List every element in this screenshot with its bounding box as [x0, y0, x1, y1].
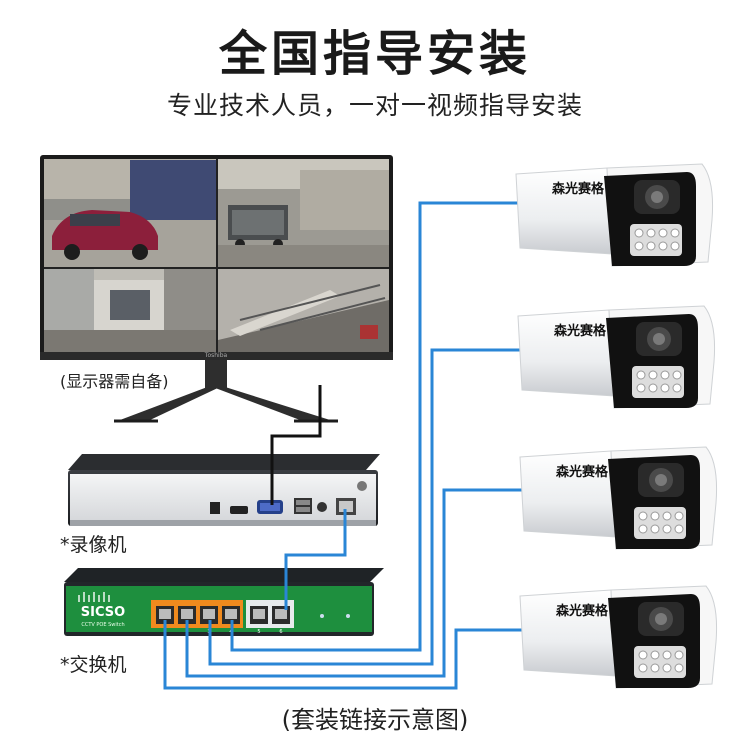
nvr-rear-ports — [210, 481, 367, 515]
cable-camera-2 — [208, 348, 520, 666]
monitor — [40, 155, 393, 423]
cable-camera-3 — [185, 488, 522, 678]
camera-feed-stairs — [218, 269, 389, 352]
nvr-label: *录像机 — [60, 534, 127, 556]
port-label-5: 5 — [257, 629, 260, 635]
page-title: 全国指导安装 — [218, 26, 531, 82]
camera-2-body — [517, 305, 715, 409]
poe-ports — [156, 606, 240, 624]
port-label-6: 6 — [279, 629, 282, 635]
camera-4: 森光赛格 — [516, 582, 726, 694]
monitor-note: (显示器需自备) — [60, 372, 169, 391]
cable-uplink-blue — [284, 509, 347, 610]
page-subtitle: 专业技术人员，一对一视频指导安装 — [166, 91, 583, 120]
switch-label: *交换机 — [60, 654, 127, 676]
camera-3-brand: 森光赛格 — [556, 465, 609, 480]
poe-switch — [64, 568, 384, 636]
camera-2: 森光赛格 — [514, 302, 724, 414]
camera-1-brand: 森光赛格 — [552, 182, 605, 197]
switch-brand: SICSO — [81, 605, 125, 620]
switch-model: CCTV POE Switch — [81, 622, 124, 628]
camera-feed-cart — [218, 159, 389, 267]
camera-3: 森光赛格 — [516, 443, 726, 555]
camera-4-brand: 森光赛格 — [556, 604, 609, 619]
camera-4-body — [519, 585, 717, 689]
switch-logo — [78, 592, 110, 602]
cable-hdmi-black — [270, 385, 322, 505]
uplink-ports — [250, 606, 290, 624]
camera-feed-car — [44, 159, 216, 267]
camera-1: 森光赛格 — [512, 160, 722, 272]
nvr-recorder — [68, 454, 380, 526]
monitor-brand: Toshiba — [204, 352, 228, 359]
camera-3-body — [519, 446, 717, 550]
cable-camera-4 — [163, 620, 522, 690]
camera-2-brand: 森光赛格 — [554, 324, 607, 339]
cable-camera-1 — [230, 201, 520, 652]
camera-1-body — [515, 163, 713, 267]
camera-feed-entrance — [44, 269, 216, 352]
diagram-caption: (套装链接示意图) — [281, 706, 469, 734]
